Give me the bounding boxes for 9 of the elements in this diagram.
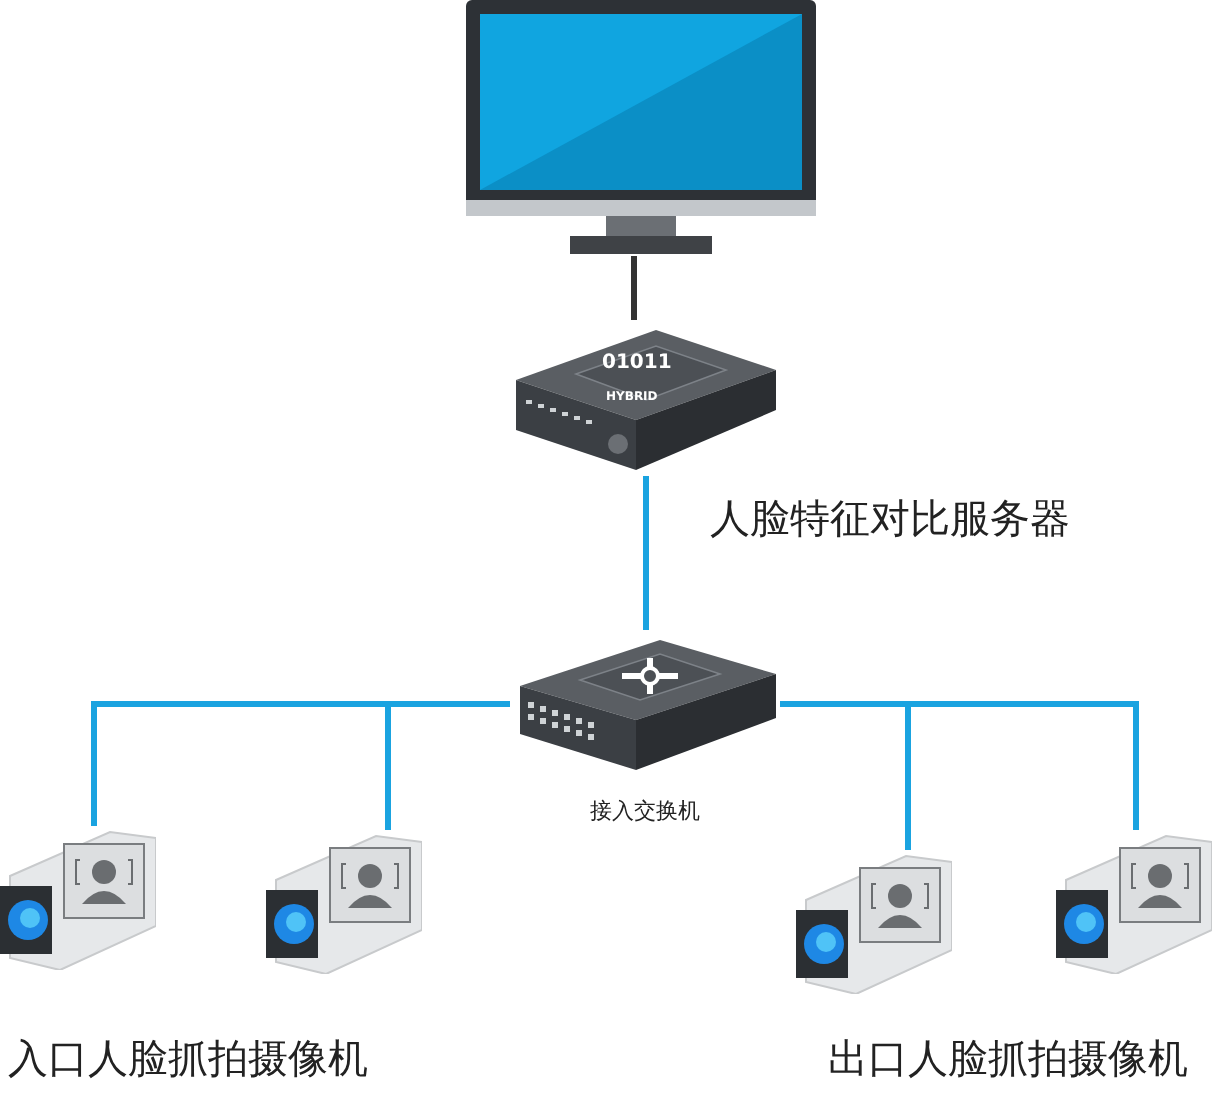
connector-line (385, 701, 510, 830)
group-label: 入口人脸抓拍摄像机 (8, 1036, 368, 1080)
connector-line (780, 701, 1139, 830)
device-label: 人脸特征对比服务器 (710, 492, 1070, 546)
connector-line (631, 256, 637, 320)
connector-line (643, 476, 649, 630)
group-label: 出口人脸抓拍摄像机 (828, 1036, 1188, 1080)
device-marking: 01011 (602, 352, 672, 374)
device-label: 接入交换机 (590, 796, 700, 826)
